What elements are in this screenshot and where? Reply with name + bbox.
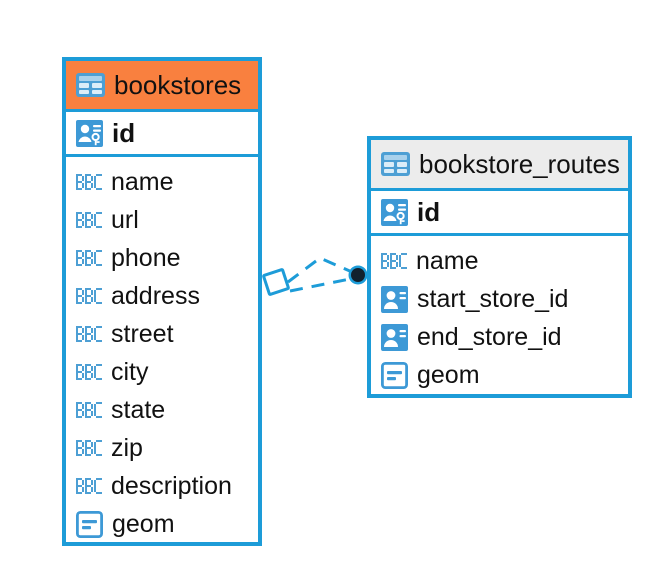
field-row-name[interactable]: name [371, 242, 628, 280]
field-label: geom [112, 509, 175, 538]
field-row-start-store-id[interactable]: start_store_id [371, 280, 628, 318]
field-list-bookstores: name url [66, 157, 258, 551]
field-label: state [111, 395, 166, 424]
field-row-phone[interactable]: phone [66, 239, 258, 277]
field-label: name [416, 246, 479, 275]
abc-text-icon [76, 174, 102, 190]
abc-text-icon [76, 440, 102, 456]
field-row-zip[interactable]: zip [66, 429, 258, 467]
relationship-diamond-marker [262, 268, 290, 296]
field-row-geom[interactable]: geom [371, 356, 628, 394]
foreign-key-icon [381, 323, 408, 351]
field-label: id [417, 196, 441, 227]
abc-text-icon [76, 326, 102, 342]
abc-text-icon [76, 250, 102, 266]
field-row-primary-key[interactable]: id [66, 109, 258, 157]
abc-text-icon [76, 478, 102, 494]
field-label: url [111, 205, 139, 234]
entity-title: bookstore_routes [419, 148, 620, 179]
field-row-end-store-id[interactable]: end_store_id [371, 318, 628, 356]
table-icon [381, 152, 410, 176]
field-label: start_store_id [417, 284, 569, 313]
abc-text-icon [76, 212, 102, 228]
field-label: phone [111, 243, 181, 272]
field-label: name [111, 167, 174, 196]
field-row-address[interactable]: address [66, 277, 258, 315]
field-row-name[interactable]: name [66, 163, 258, 201]
primary-key-icon [381, 198, 408, 226]
field-label: end_store_id [417, 322, 562, 351]
entity-header-bookstore-routes[interactable]: bookstore_routes [371, 140, 628, 188]
primary-key-icon [76, 119, 103, 147]
relationship-line-upper [287, 256, 353, 284]
table-icon [76, 73, 105, 97]
geometry-icon [76, 510, 103, 538]
field-label: geom [417, 360, 480, 389]
entity-title: bookstores [114, 69, 242, 100]
relationship-line-lower [289, 277, 351, 293]
abc-text-icon [76, 402, 102, 418]
abc-text-icon [76, 364, 102, 380]
field-row-url[interactable]: url [66, 201, 258, 239]
abc-text-icon [381, 253, 407, 269]
field-label: id [112, 117, 136, 148]
field-label: zip [111, 433, 143, 462]
relationship-circle-marker [348, 265, 368, 285]
entity-bookstore-routes[interactable]: bookstore_routes id [367, 136, 632, 398]
field-label: city [111, 357, 149, 386]
field-row-geom[interactable]: geom [66, 505, 258, 543]
entity-bookstores[interactable]: bookstores id [62, 57, 262, 546]
field-label: street [111, 319, 174, 348]
field-row-street[interactable]: street [66, 315, 258, 353]
field-label: address [111, 281, 200, 310]
foreign-key-icon [381, 285, 408, 313]
field-label: description [111, 471, 232, 500]
field-row-description[interactable]: description [66, 467, 258, 505]
abc-text-icon [76, 288, 102, 304]
geometry-icon [381, 361, 408, 389]
entity-header-bookstores[interactable]: bookstores [66, 61, 258, 109]
field-row-city[interactable]: city [66, 353, 258, 391]
field-row-primary-key[interactable]: id [371, 188, 628, 236]
field-list-bookstore-routes: name start_store_id [371, 236, 628, 402]
field-row-state[interactable]: state [66, 391, 258, 429]
